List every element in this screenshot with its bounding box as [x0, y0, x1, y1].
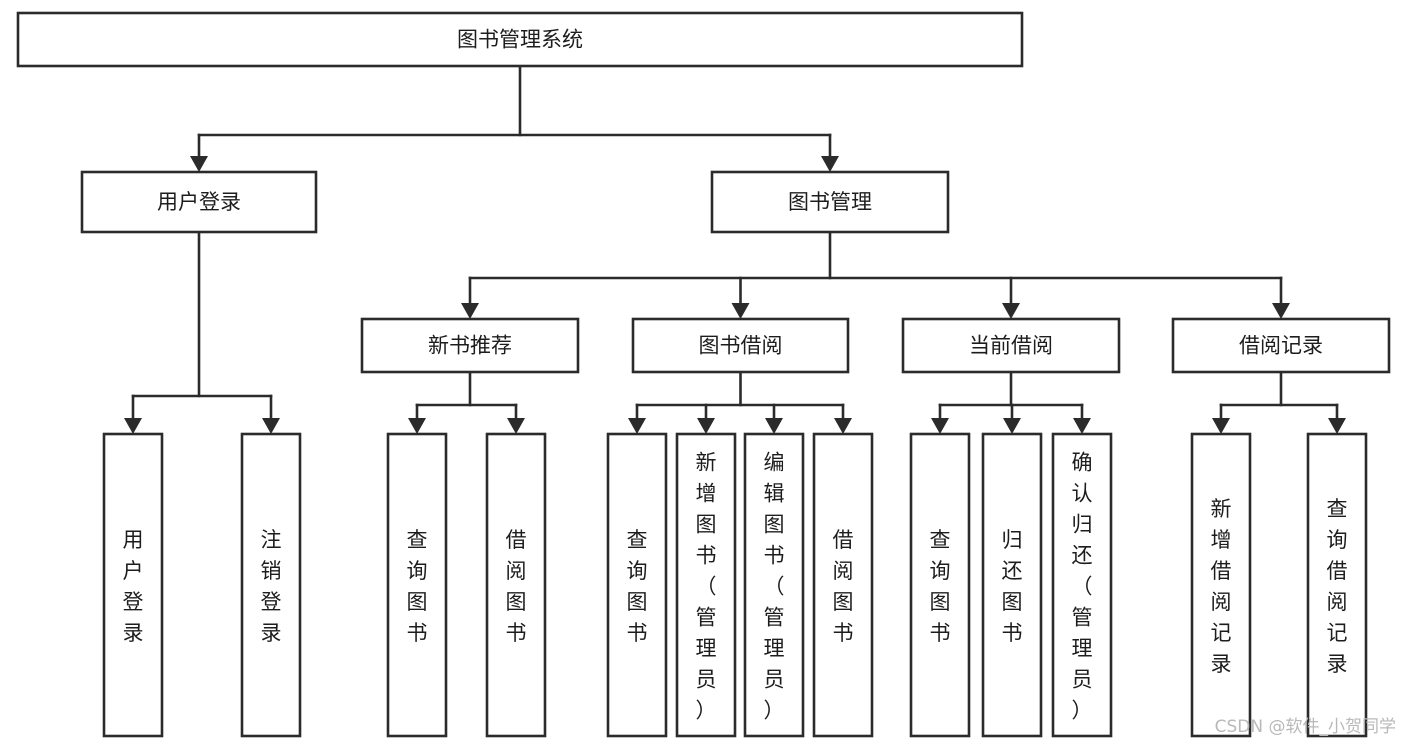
- node-box-user-login[interactable]: [80, 170, 318, 234]
- node-box-leaf-user-login[interactable]: [102, 432, 164, 738]
- node-label-root: 图书管理系统: [457, 28, 583, 52]
- arrow-head-leaf-borrow-book-1: [507, 418, 525, 434]
- csdn-watermark: CSDN @软件_小贺同学: [1215, 717, 1396, 737]
- node-leaf-add-record[interactable]: 新增借阅记录: [1190, 432, 1252, 738]
- arrow-head-leaf-return-book: [1003, 418, 1021, 434]
- node-label-leaf-query-book-2: 查询图书: [627, 528, 648, 645]
- node-box-current-borrow[interactable]: [901, 317, 1121, 374]
- arrow-head-leaf-borrow-book-2: [834, 418, 852, 434]
- connector-lines: [124, 64, 1346, 434]
- arrow-head-leaf-query-book-3: [931, 418, 949, 434]
- node-box-leaf-add-record[interactable]: [1190, 432, 1252, 738]
- node-leaf-borrow-book-1[interactable]: 借阅图书: [485, 432, 547, 738]
- arrow-head-book-borrow: [731, 303, 750, 319]
- node-box-book-manage[interactable]: [710, 170, 950, 234]
- node-box-leaf-add-book[interactable]: [675, 432, 737, 738]
- arrow-head-leaf-user-logout: [262, 418, 280, 434]
- arrow-head-borrow-record: [1272, 303, 1290, 319]
- node-label-leaf-user-logout: 注销登录: [261, 528, 282, 645]
- node-box-leaf-query-book-3[interactable]: [909, 432, 971, 738]
- node-borrow-record[interactable]: 借阅记录: [1171, 317, 1391, 374]
- node-label-leaf-edit-book: 编辑图书（管理员）: [764, 451, 785, 723]
- node-label-user-login: 用户登录: [157, 190, 241, 214]
- arrow-head-book-manage: [821, 156, 839, 172]
- node-leaf-confirm-return[interactable]: 确认归还（管理员）: [1051, 432, 1113, 738]
- node-box-leaf-user-logout[interactable]: [240, 432, 302, 738]
- node-box-root[interactable]: [16, 11, 1024, 68]
- node-label-leaf-user-login: 用户登录: [123, 528, 144, 645]
- node-user-login[interactable]: 用户登录: [80, 170, 318, 234]
- node-leaf-query-record[interactable]: 查询借阅记录: [1306, 432, 1368, 738]
- arrow-head-leaf-user-login: [124, 418, 142, 434]
- node-leaf-user-logout[interactable]: 注销登录: [240, 432, 302, 738]
- node-label-leaf-add-book: 新增图书（管理员）: [696, 451, 717, 723]
- node-box-leaf-confirm-return[interactable]: [1051, 432, 1113, 738]
- node-box-new-book-recommend[interactable]: [360, 317, 580, 374]
- node-label-leaf-query-book-1: 查询图书: [407, 528, 428, 645]
- node-new-book-recommend[interactable]: 新书推荐: [360, 317, 580, 374]
- node-label-leaf-confirm-return: 确认归还（管理员）: [1072, 451, 1093, 723]
- node-box-leaf-borrow-book-1[interactable]: [485, 432, 547, 738]
- node-label-new-book-recommend: 新书推荐: [428, 334, 512, 358]
- node-box-leaf-query-book-1[interactable]: [386, 432, 448, 738]
- node-label-leaf-query-record: 查询借阅记录: [1327, 497, 1348, 676]
- node-leaf-query-book-3[interactable]: 查询图书: [909, 432, 971, 738]
- arrow-head-leaf-add-book: [697, 418, 715, 434]
- node-box-leaf-edit-book[interactable]: [743, 432, 805, 738]
- arrow-head-leaf-edit-book: [765, 418, 783, 434]
- node-box-book-borrow[interactable]: [631, 317, 850, 374]
- node-label-borrow-record: 借阅记录: [1239, 334, 1323, 358]
- node-label-leaf-query-book-3: 查询图书: [930, 528, 951, 645]
- node-leaf-edit-book[interactable]: 编辑图书（管理员）: [743, 432, 805, 738]
- node-leaf-query-book-1[interactable]: 查询图书: [386, 432, 448, 738]
- arrow-head-leaf-add-record: [1212, 418, 1230, 434]
- node-leaf-query-book-2[interactable]: 查询图书: [606, 432, 668, 738]
- node-label-current-borrow: 当前借阅: [969, 334, 1053, 358]
- node-leaf-borrow-book-2[interactable]: 借阅图书: [812, 432, 874, 738]
- arrow-head-new-book-recommend: [461, 303, 479, 319]
- node-label-leaf-return-book: 归还图书: [1002, 528, 1023, 645]
- node-book-borrow[interactable]: 图书借阅: [631, 317, 850, 374]
- node-leaf-add-book[interactable]: 新增图书（管理员）: [675, 432, 737, 738]
- node-root[interactable]: 图书管理系统: [16, 11, 1024, 68]
- node-box-leaf-return-book[interactable]: [981, 432, 1043, 738]
- node-label-book-manage: 图书管理: [788, 190, 872, 214]
- node-book-manage[interactable]: 图书管理: [710, 170, 950, 234]
- node-box-leaf-query-record[interactable]: [1306, 432, 1368, 738]
- arrow-head-leaf-query-book-1: [408, 418, 426, 434]
- node-label-book-borrow: 图书借阅: [699, 334, 783, 358]
- node-leaf-return-book[interactable]: 归还图书: [981, 432, 1043, 738]
- node-label-leaf-add-record: 新增借阅记录: [1211, 497, 1232, 676]
- node-boxes: 图书管理系统用户登录图书管理新书推荐图书借阅当前借阅借阅记录用户登录注销登录查询…: [16, 11, 1391, 738]
- node-leaf-user-login[interactable]: 用户登录: [102, 432, 164, 738]
- node-current-borrow[interactable]: 当前借阅: [901, 317, 1121, 374]
- node-box-leaf-query-book-2[interactable]: [606, 432, 668, 738]
- node-label-leaf-borrow-book-1: 借阅图书: [506, 528, 527, 645]
- arrow-head-user-login: [190, 156, 208, 172]
- node-box-leaf-borrow-book-2[interactable]: [812, 432, 874, 738]
- arrow-head-leaf-query-record: [1328, 418, 1346, 434]
- arrow-head-leaf-query-book-2: [628, 418, 646, 434]
- node-box-borrow-record[interactable]: [1171, 317, 1391, 374]
- arrow-head-leaf-confirm-return: [1073, 418, 1091, 434]
- node-label-leaf-borrow-book-2: 借阅图书: [833, 528, 854, 645]
- arrow-head-current-borrow: [1002, 303, 1020, 319]
